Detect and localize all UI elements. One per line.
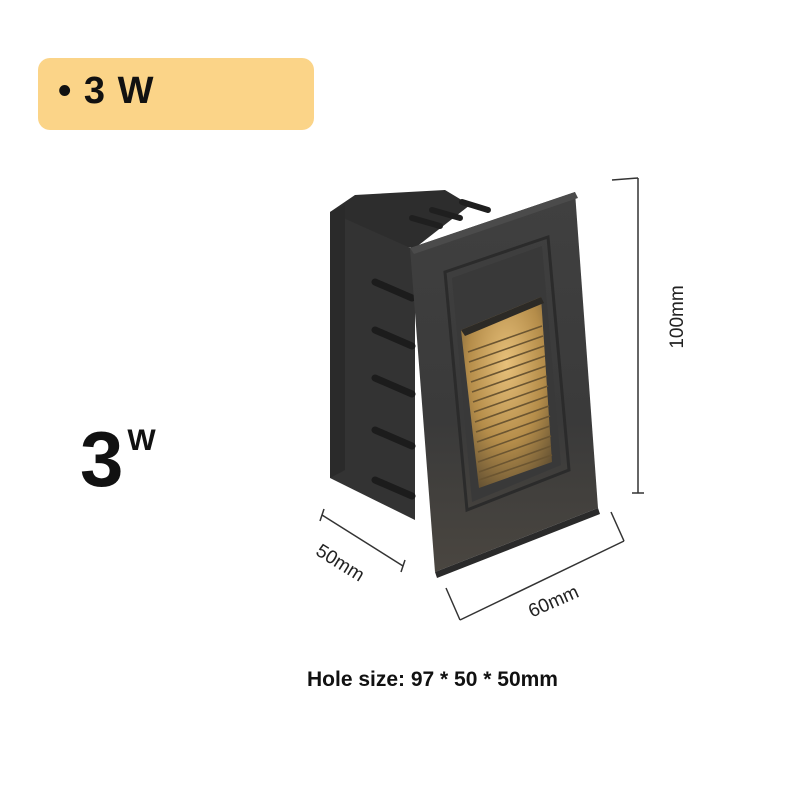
width-label: 60mm [525, 582, 582, 623]
height-dimension-line [611, 177, 644, 494]
depth-label: 50mm [312, 540, 368, 586]
width-dimension-line [445, 511, 625, 621]
housing-body [330, 190, 491, 520]
window-ribs [467, 325, 553, 481]
light-window [461, 297, 553, 488]
side-vents [371, 278, 416, 500]
bullet-icon: • [58, 70, 73, 112]
hole-size-label: Hole size: 97 * 50 * 50mm [307, 668, 558, 691]
power-value: 3 [80, 415, 124, 503]
depth-dimension-line [319, 508, 406, 573]
power-badge-text: • 3 W [58, 70, 154, 113]
height-label: 100mm [667, 285, 688, 348]
power-badge: • 3 W [38, 58, 314, 130]
power-unit: W [127, 424, 156, 457]
top-vents [409, 199, 491, 229]
power-badge-label: 3 W [83, 70, 155, 112]
